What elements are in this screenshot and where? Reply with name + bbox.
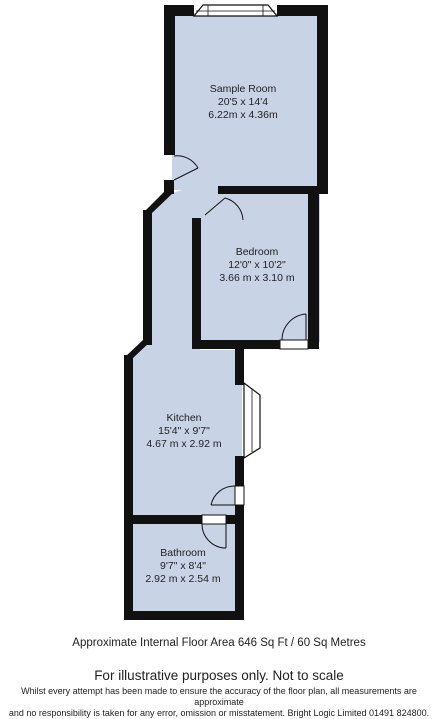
sample-room-label: Sample Room 20'5 x 14'4 6.22m x 4.36m [208,83,278,121]
svg-text:20'5 x 14'4: 20'5 x 14'4 [218,96,268,108]
bathroom-walls [124,515,244,620]
bathroom-door [201,514,227,549]
disclaimer-title: For illustrative purposes only. Not to s… [94,668,344,683]
svg-text:3.66 m x 3.10 m: 3.66 m x 3.10 m [219,272,295,284]
svg-text:Bathroom: Bathroom [160,547,206,559]
svg-text:Kitchen: Kitchen [166,412,201,424]
svg-text:Sample Room: Sample Room [210,83,277,95]
bedroom-label: Bedroom 12'0" x 10'2" 3.66 m x 3.10 m [219,246,295,284]
disclaimer-line-2: and no responsibility is taken for any e… [8,708,430,718]
floor-plan: Sample Room 20'5 x 14'4 6.22m x 4.36m Be… [124,4,328,620]
kitchen-label: Kitchen 15'4" x 9'7" 4.67 m x 2.92 m [146,412,222,450]
sample-room-floor [172,13,320,190]
bedroom-door [204,197,244,221]
sample-room-walls [164,5,328,194]
sample-room-door [173,155,199,181]
floor-area-caption: Approximate Internal Floor Area 646 Sq F… [72,637,366,649]
bathroom-floor [125,518,242,612]
corridor-walls [124,190,319,525]
kitchen-floor [132,356,242,515]
kitchen-bay-window [243,381,261,460]
svg-text:4.67 m x 2.92 m: 4.67 m x 2.92 m [146,438,222,450]
svg-text:15'4" x 9'7": 15'4" x 9'7" [158,425,210,437]
svg-text:12'0" x 10'2": 12'0" x 10'2" [228,259,286,271]
bedroom-floor [200,192,320,342]
bedroom-opening [279,313,309,350]
svg-text:6.22m x 4.36m: 6.22m x 4.36m [208,109,278,121]
svg-text:2.92 m x 2.54 m: 2.92 m x 2.54 m [145,573,221,585]
disclaimer-line-1: Whilst every attempt has been made to en… [21,686,417,707]
svg-text:Bedroom: Bedroom [236,246,279,258]
bathroom-label: Bathroom 9'7" x 8'4" 2.92 m x 2.54 m [145,547,221,585]
svg-text:9'7" x 8'4": 9'7" x 8'4" [160,560,206,572]
kitchen-door [210,485,245,506]
bay-window [192,4,279,17]
disclaimer-text: Whilst every attempt has been made to en… [0,686,438,719]
